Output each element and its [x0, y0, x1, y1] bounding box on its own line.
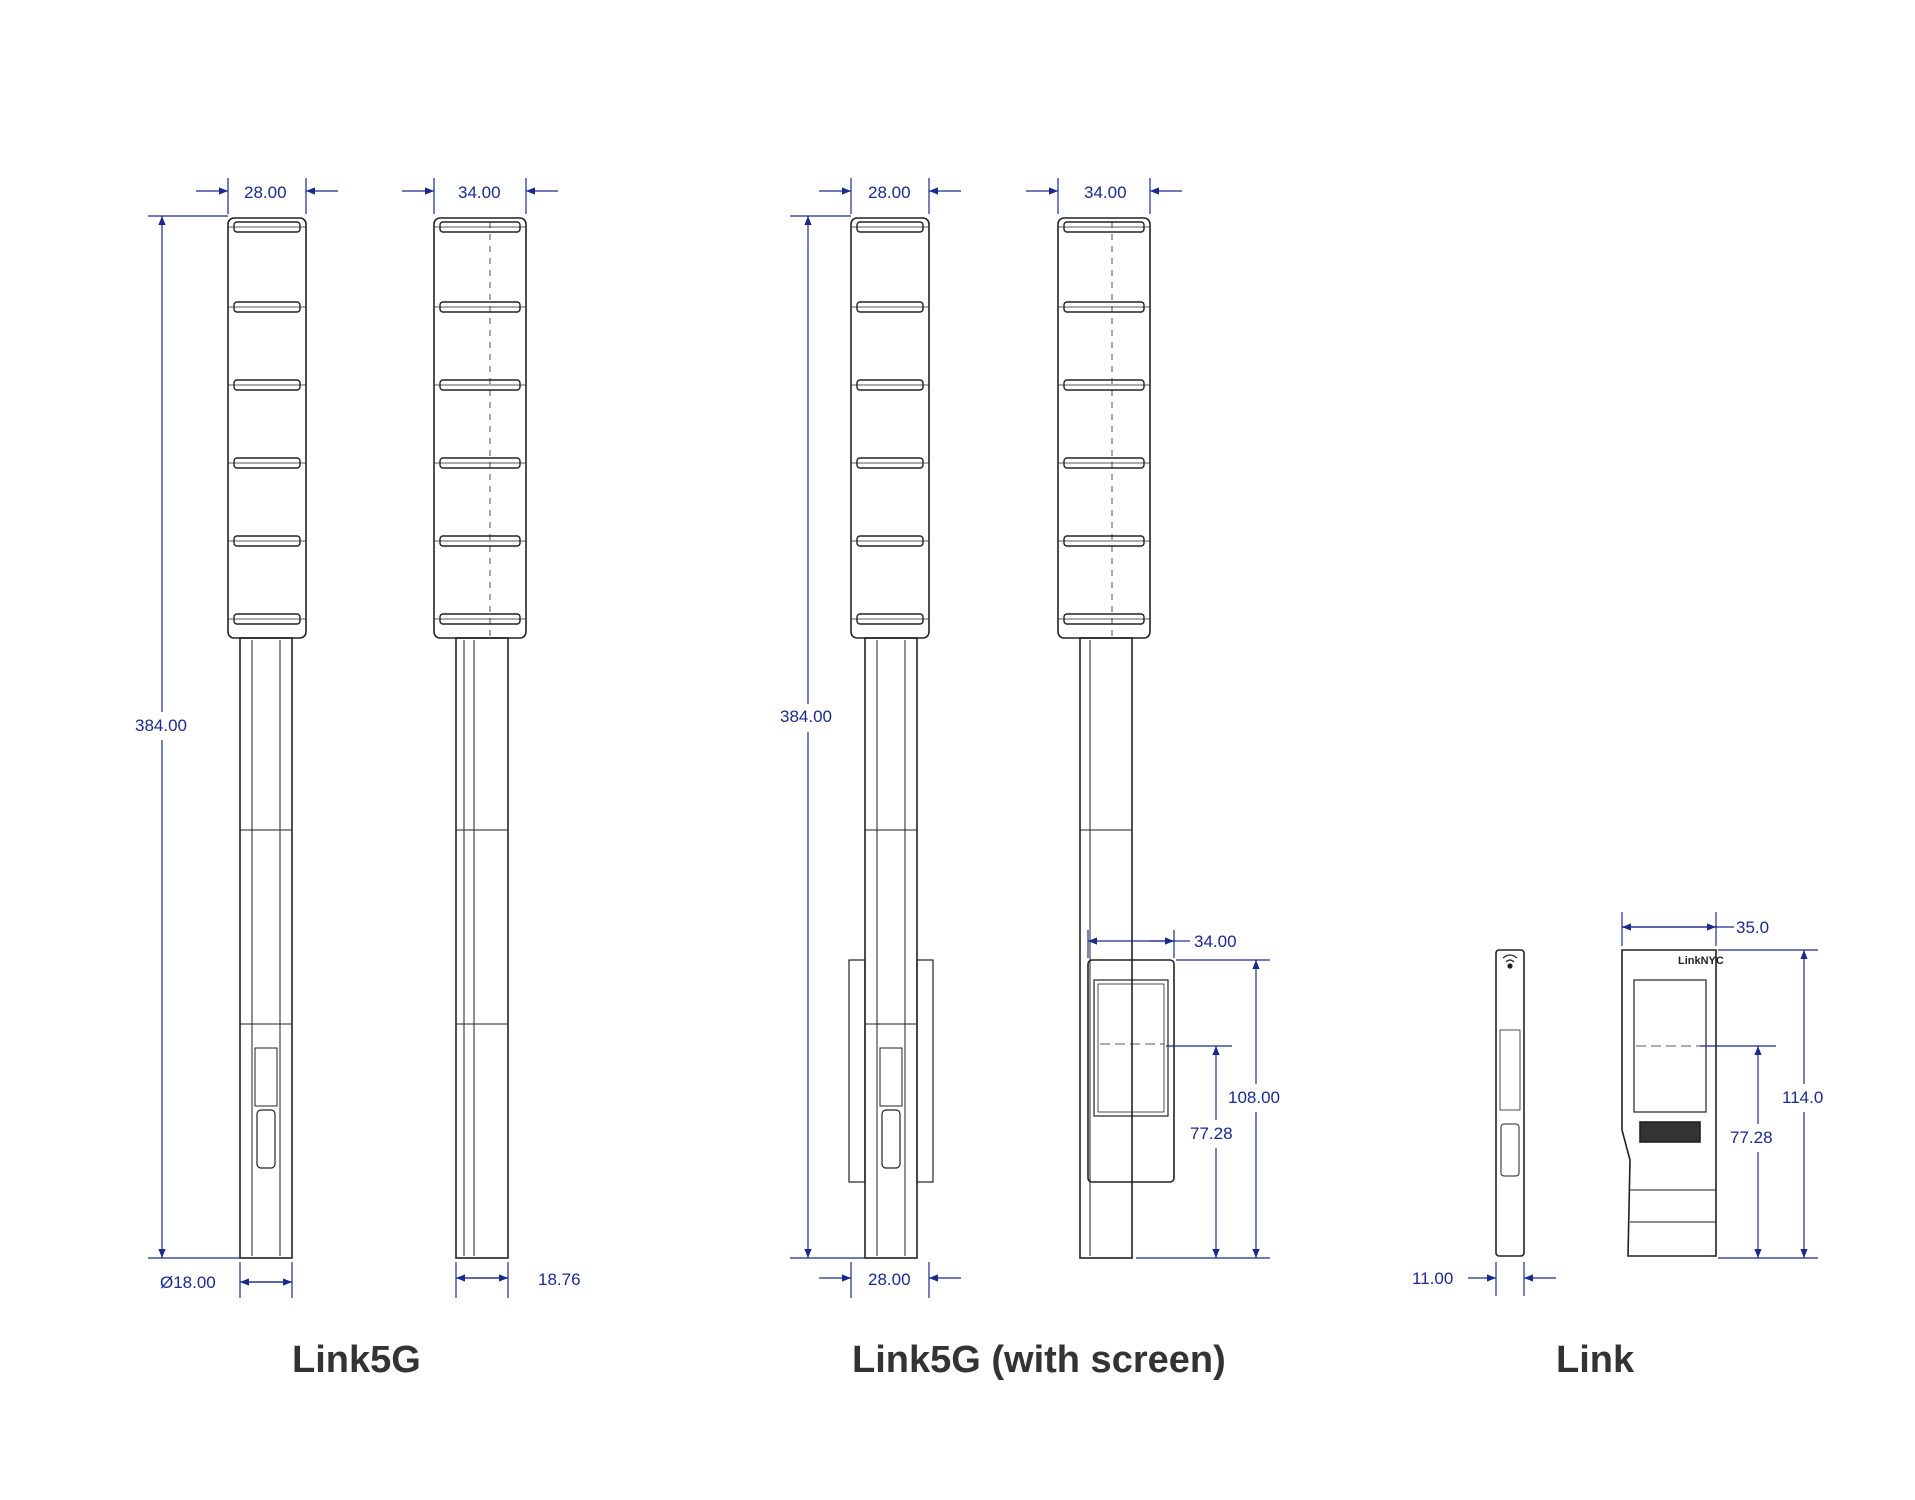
dim-link5g-screen-base-width: 28.00	[868, 1270, 911, 1289]
link5g-front-antenna-bands	[228, 221, 306, 625]
caption-link5g: Link5G	[292, 1339, 421, 1381]
dim-screen-height: 108.00	[1228, 1088, 1280, 1107]
link5g-screen-front-antenna-bands	[851, 221, 929, 625]
dim-link5g-side-base: 18.76	[538, 1270, 581, 1289]
link5g-screen-side-antenna-bands	[1058, 221, 1150, 625]
dim-screen-center: 77.28	[1190, 1124, 1233, 1143]
dimension-lines	[148, 178, 1818, 1298]
dim-screen-width: 34.00	[1194, 932, 1237, 951]
link5g-side-antenna-bands	[434, 221, 526, 625]
dim-link-screen-center: 77.28	[1730, 1128, 1773, 1147]
kiosk-logo: LinkNYC	[1678, 955, 1724, 967]
link5g-side-view	[433, 217, 527, 1259]
link-front-view	[1495, 949, 1525, 1257]
dim-link-height: 114.0	[1782, 1088, 1823, 1107]
dim-link5g-diameter: Ø18.00	[160, 1273, 216, 1292]
dim-link5g-screen-front-width: 28.00	[868, 183, 911, 202]
dim-link5g-height: 384.00	[135, 716, 187, 735]
link5g-screen-front-view	[848, 217, 934, 1259]
link-side-view	[1621, 949, 1717, 1257]
caption-link5g-with-screen: Link5G (with screen)	[852, 1339, 1226, 1381]
dimension-values: 28.00 34.00 384.00 Ø18.00 18.76 28.00 34…	[135, 183, 1823, 1292]
link5g-front-view	[227, 217, 307, 1259]
caption-link: Link	[1556, 1339, 1635, 1381]
dim-link5g-screen-height: 384.00	[780, 707, 832, 726]
dim-link5g-front-width: 28.00	[244, 183, 287, 202]
dim-link-base: 11.00	[1412, 1269, 1453, 1288]
captions: Link5G Link5G (with screen) Link	[292, 1339, 1635, 1381]
dim-link5g-screen-side-width: 34.00	[1084, 183, 1127, 202]
link5g-screen-side-view	[1057, 217, 1175, 1259]
dim-link5g-side-width: 34.00	[458, 183, 501, 202]
dim-link-width: 35.0	[1736, 918, 1769, 937]
